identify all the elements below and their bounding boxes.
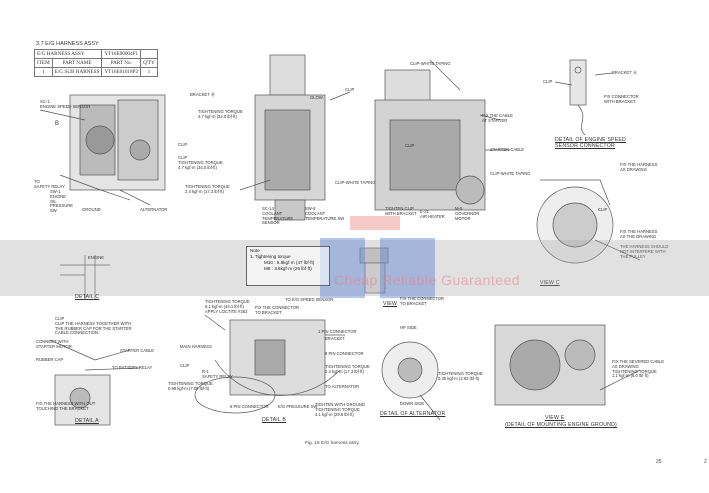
label-clip: CLIP bbox=[180, 363, 190, 368]
engine-left-view bbox=[39, 94, 166, 206]
label-fix-harness: FIX THE HARNESS AS THE DRAWING bbox=[620, 229, 658, 239]
label-fix-no-touch: FIX THE HARNESS WITH OUT TOUCHING THE BR… bbox=[36, 401, 96, 411]
note-line: M10 : 6.8kgf·m (47 lbf·ft) bbox=[264, 260, 315, 265]
title-view: VIEW bbox=[383, 301, 398, 307]
label-fix-severed-cable: FIX THE SEVERED CABLE AS DRAWING TIGHTEN… bbox=[612, 359, 665, 379]
label-1pin-connector: 1 PIN CONNECTOR bbox=[318, 329, 357, 334]
detail-c-drawing bbox=[60, 255, 110, 300]
label-air-heater: E-21 AIR HEATER bbox=[420, 209, 445, 219]
label-to-battery-relay: TO BATTERY RELAY bbox=[112, 365, 153, 370]
label-no-interfere: THE HARNESS SHOULD NOT INTERFERE WITH TH… bbox=[620, 244, 669, 259]
engine-front-view bbox=[239, 54, 351, 221]
label-main-harness: MAIN HARNESS bbox=[180, 344, 212, 349]
label-coolant-sensor: SC-14 COOLANT TEMPERATURE SENSOR bbox=[262, 206, 294, 226]
label-to-safety-relay: TO SAFETY RELAY bbox=[34, 179, 65, 189]
title-view-e: VIEW E bbox=[545, 415, 565, 421]
title-detail-a: DETAIL A bbox=[75, 418, 99, 424]
label-eg-pressure-sw: E/G PRESSURE SW bbox=[278, 404, 318, 409]
label-to-alternator: TO ALTERNATOR bbox=[325, 384, 360, 389]
label-bracket: BRACKET bbox=[325, 336, 345, 341]
label-clip-white: CLIP-WHITE TAPING bbox=[335, 180, 376, 185]
view-c-drawing bbox=[536, 179, 641, 264]
title-detail-c: DETAIL C bbox=[75, 294, 100, 300]
page-number: 25 bbox=[656, 459, 662, 465]
label-connect-starter: CONNECT WITH STARTER MOTOR bbox=[36, 339, 72, 349]
label-clip-a: CLIP CLIP THE HARNESS TOGETHER WITH THE … bbox=[55, 316, 132, 336]
label-torque: TIGHTENING TORQUE 0.98 kgf·m (7.09 lbf·f… bbox=[168, 381, 213, 391]
section-title: 3.7 E/G HARNESS ASSY bbox=[36, 41, 99, 47]
watermark-text: Cheap Reliable Guaranteed bbox=[334, 272, 521, 288]
speed-sensor-detail bbox=[554, 59, 613, 136]
title-detail-alternator: DETAIL OF ALTERNATOR bbox=[380, 411, 446, 417]
label-clip: CLIP bbox=[543, 79, 553, 84]
label-oil-pressure-sw: SW-1 ENGINE OIL PRESSURE SW bbox=[50, 189, 74, 214]
note-box: Note 1. Tightening torque M10 : 6.8kgf·m… bbox=[246, 246, 330, 286]
view-e-drawing bbox=[494, 324, 641, 406]
label-8pin-connector: 8 PIN CONNECTOR bbox=[325, 351, 364, 356]
label-fix-harness: FIX THE HARNESS AS DRAWING bbox=[620, 162, 658, 172]
view-sensor-drawing bbox=[359, 247, 389, 294]
title-view-c: VIEW C bbox=[540, 280, 560, 286]
label-coolant-sw: SW-8 COOLANT TEMPERATURE SW bbox=[305, 206, 345, 221]
note-title: Note bbox=[250, 248, 260, 253]
label-tighten-ground: TIGHTEN WITH GROUND TIGHTENING TORQUE 4.… bbox=[315, 402, 366, 417]
edge-mark: 2 bbox=[704, 459, 707, 465]
watermark-logo bbox=[320, 216, 435, 298]
title-detail-b: DETAIL B bbox=[262, 417, 287, 423]
label-clip-torque: CLIP TIGHTENING TORQUE 4.7 kgf·m (34.0 l… bbox=[178, 155, 223, 170]
label-rubber-cap: RUBBER CAP bbox=[36, 357, 64, 362]
label-torque: TIGHTENING TORQUE 0.35 kgf·m (2.53 lbf·f… bbox=[438, 371, 483, 381]
label-clip-white: CLIP-WHITE TAPING bbox=[490, 171, 531, 176]
label-b: B bbox=[55, 121, 60, 127]
note-line: M8 : 3.6kgf·m (26 lbf·ft) bbox=[264, 266, 312, 271]
label-starter-cable: STARTER CABLE bbox=[490, 147, 525, 152]
label-down-side: DOWN SIDE bbox=[400, 401, 425, 406]
detail-b-drawing bbox=[194, 314, 345, 414]
label-hp-side: HP SIDE bbox=[400, 325, 417, 330]
label-clip: CLIP bbox=[178, 142, 188, 147]
label-governor-motor: M-5 GOVERNOR MOTOR bbox=[455, 206, 480, 221]
label-ground: GROUND bbox=[82, 207, 101, 212]
label-fix-connector: FIX CONNECTOR WITH BRACKET bbox=[604, 94, 639, 104]
label-torque: TIGHTENING TORQUE 6.1 kgf·m (44.1 lbf·ft… bbox=[205, 299, 250, 314]
label-clip: CLIP bbox=[598, 207, 608, 212]
label-torque: TIGHTENING TORQUE 2.4 kgf·m (17.3 lbf·ft… bbox=[325, 364, 370, 374]
detail-a-drawing bbox=[49, 339, 141, 426]
title-detail-ground: (DETAIL OF MOUNTING ENGINE GROUND) bbox=[505, 422, 617, 428]
label-torque: TIGHTENING TORQUE 2.4 kgf·m (17.3 lbf·ft… bbox=[185, 184, 230, 194]
figure-caption: Fig. 15 E/G harness assy bbox=[305, 441, 359, 446]
label-bracket: BRACKET Ⓐ bbox=[612, 70, 638, 75]
label-fix-connector: FIX THE CONNECTOR TO BRACKET bbox=[400, 296, 445, 306]
label-torque: TIGHTENING TORQUE 4.7 kgf·m (34.0 lbf·ft… bbox=[198, 109, 243, 119]
label-alternator: ALTERNATOR bbox=[140, 207, 168, 212]
engine-side-view bbox=[374, 59, 510, 211]
label-speed-sensor: SC-1 ENGINE SPEED SENSOR bbox=[40, 99, 91, 109]
label-starter-cable: STARTER CABLE bbox=[120, 348, 155, 353]
label-fix-cable: FIX THE CABLE AT STARTER bbox=[482, 113, 513, 123]
label-tighten-clip: TIGHTEN CLIP WITH BRACKET bbox=[385, 206, 417, 216]
label-to-speed-sensor: TO E/G SPEED SENSOR bbox=[285, 297, 334, 302]
title-detail-speed-sensor: DETAIL OF ENGINE SPEED SENSOR CONNECTOR bbox=[555, 137, 626, 149]
label-safety-relay: R-1 SAFETY RELAY bbox=[202, 369, 233, 379]
label-engine: ENGINE bbox=[88, 255, 105, 260]
label-clip: CLIP bbox=[405, 143, 415, 148]
label-clip: CLIP bbox=[345, 87, 355, 92]
label-clip-white: CLIP-WHITE TAPING bbox=[410, 61, 451, 66]
watermark-band bbox=[0, 240, 709, 296]
label-6pin-connector: 6 PIN CONNECTOR bbox=[230, 404, 269, 409]
label-bracket: BRACKET Ⓑ bbox=[190, 92, 216, 97]
label-fix-connector: FIX THE CONNECTOR TO BRACKET bbox=[255, 305, 300, 315]
label-glow: GLOW bbox=[310, 95, 323, 100]
alternator-drawing bbox=[381, 341, 441, 421]
note-line: 1. Tightening torque bbox=[250, 254, 291, 259]
